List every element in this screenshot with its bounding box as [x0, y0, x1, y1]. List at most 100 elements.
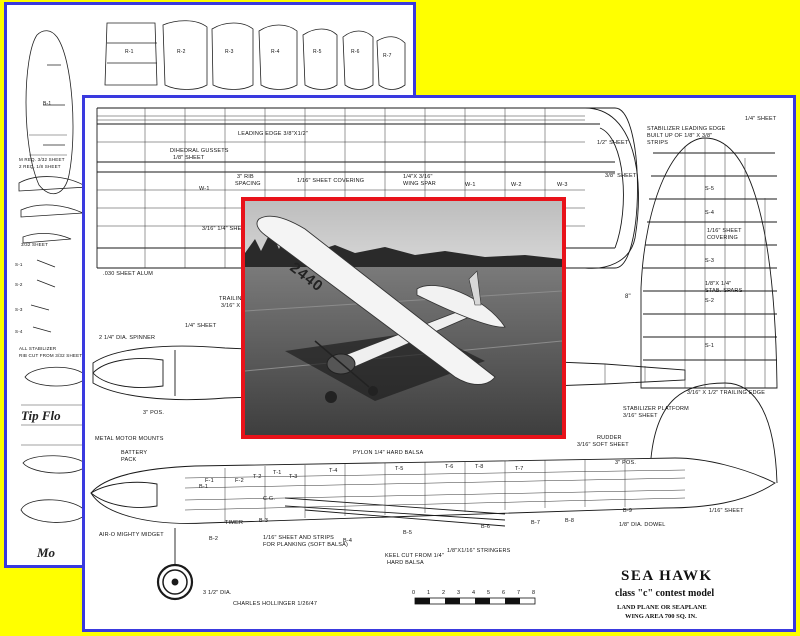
- label-wheel: 3 1/2" DIA.: [203, 590, 232, 596]
- scale-tick-4: 4: [472, 590, 476, 596]
- former-f1: F-1: [205, 478, 214, 484]
- stab-le-2: BUILT UP OF 1/8" X 3/8": [647, 133, 713, 139]
- stab-le-3: STRIPS: [647, 140, 669, 146]
- stab-covering-1: 1/16" SHEET: [707, 228, 742, 234]
- former-b6: B-6: [481, 524, 491, 530]
- stab-rib-s1: S-1: [705, 343, 715, 349]
- label-engine: AIR-O MIGHTY MIDGET: [99, 532, 164, 538]
- label-stab-platform-1: STABILIZER PLATFORM: [623, 406, 689, 412]
- label-cg: C.G.: [263, 496, 276, 502]
- scale-tick-2: 2: [442, 590, 446, 596]
- part-label-r4: R-4: [271, 49, 280, 55]
- label-rib-spacing-2: SPACING: [235, 181, 261, 187]
- former-t8: T-8: [475, 464, 484, 470]
- label-spinner: 2 1/4" DIA. SPINNER: [99, 335, 156, 341]
- former-f2: F-2: [235, 478, 244, 484]
- side-label-s2: S-2: [15, 282, 23, 287]
- stab-rib-s2: S-2: [705, 298, 715, 304]
- former-b4: B-4: [343, 538, 353, 544]
- plan-class: class "c" contest model: [615, 588, 715, 599]
- former-t7: T-7: [515, 466, 524, 472]
- label-keel-1: KEEL CUT FROM 1/4": [385, 553, 445, 559]
- note-3-32-sheet: 3/32 SHEET: [21, 242, 49, 247]
- label-designer: CHARLES HOLLINGER 1/26/47: [233, 601, 318, 607]
- label-rib-spacing-1: 3" RIB: [237, 174, 254, 180]
- plan-line1: LAND PLANE OR SEAPLANE: [617, 604, 707, 611]
- stab-covering-2: COVERING: [707, 235, 738, 241]
- scale-tick-8: 8: [532, 590, 536, 596]
- wing-rib-w2: W-2: [511, 182, 522, 188]
- note-2-req: 2 REQ. 1/8 SHEET: [19, 164, 61, 169]
- stab-quarter-sheet: 1/4" SHEET: [745, 116, 777, 122]
- note-rib-cut: RIB CUT FROM 3/32 SHEET: [19, 353, 83, 358]
- scale-tick-1: 1: [427, 590, 431, 596]
- stab-dim: 8": [625, 294, 631, 300]
- label-rudder-1: RUDDER: [597, 435, 622, 441]
- stab-rib-s4: S-4: [705, 210, 715, 216]
- model-photo: 2440: [241, 197, 566, 439]
- scale-tick-7: 7: [517, 590, 521, 596]
- label-battery: BATTERY: [121, 450, 148, 456]
- label-pack: PACK: [121, 457, 137, 463]
- label-dihedral-sheet: 1/8" SHEET: [173, 155, 205, 161]
- former-t4: T-4: [329, 468, 338, 474]
- label-stab-platform-2: 3/16" SHEET: [623, 413, 658, 419]
- label-stringers: 1/8"X1/16" STRINGERS: [447, 548, 511, 554]
- plan-line2: WING AREA 700 SQ. IN.: [625, 613, 697, 620]
- part-label-b1: B-1: [43, 101, 52, 107]
- scale-tick-0: 0: [412, 590, 416, 596]
- former-t5: T-5: [395, 466, 404, 472]
- part-label-r7: R-7: [383, 53, 392, 59]
- side-label-s3: S-3: [15, 307, 23, 312]
- label-sheet-covering: 1/16" SHEET COVERING: [297, 178, 365, 184]
- stab-rib-s5: S-5: [705, 186, 715, 192]
- fus-quarter-sheet: 1/4" SHEET: [185, 323, 217, 329]
- stab-le-1: STABILIZER LEADING EDGE: [647, 126, 726, 132]
- label-planking-2: FOR PLANKING (SOFT BALSA): [263, 542, 348, 548]
- script-motor: Mo: [37, 545, 56, 560]
- label-rudder-2: 3/16" SOFT SHEET: [577, 442, 629, 448]
- former-b3: B-3: [259, 518, 269, 524]
- label-leading-edge: LEADING EDGE 3/8"X1/2": [238, 131, 309, 137]
- part-label-r2: R-2: [177, 49, 186, 55]
- former-b8: B-8: [565, 518, 575, 524]
- label-keel-2: HARD BALSA: [387, 560, 424, 566]
- note-m-req: M REQ. 3/32 SHEET: [19, 157, 65, 162]
- label-planking-1: 1/16" SHEET AND STRIPS: [263, 535, 335, 541]
- label-dihedral: DIHEDRAL GUSSETS: [170, 148, 229, 154]
- stab-spars-1: 1/8"X 1/4": [705, 281, 732, 287]
- side-label-s1: S-1: [15, 262, 23, 267]
- scale-tick-6: 6: [502, 590, 506, 596]
- stab-spars-2: STAB. SPARS: [705, 288, 743, 294]
- label-alum: .030 SHEET ALUM: [103, 271, 153, 277]
- former-t6: T-6: [445, 464, 454, 470]
- note-all-stabilizer: ALL STABILIZER: [19, 346, 57, 351]
- label-timer: TIMER: [225, 520, 244, 526]
- former-t1: T-1: [273, 470, 282, 476]
- front-sheet-drawing: [90, 107, 778, 605]
- part-label-r3: R-3: [225, 49, 234, 55]
- wing-rib-w1-a: W-1: [199, 186, 210, 192]
- stab-rib-s3: S-3: [705, 258, 715, 264]
- label-trailing-2: 3/16" X: [221, 303, 241, 309]
- plan-title: SEA HAWK: [621, 568, 713, 584]
- label-sixteenth-sheet: 1/16" SHEET: [709, 508, 744, 514]
- photo-scene: [245, 201, 562, 435]
- stab-trailing: 3/16" X 1/2" TRAILING EDGE: [687, 390, 766, 396]
- side-label-s4: S-4: [15, 329, 23, 334]
- label-dowel: 1/8" DIA. DOWEL: [619, 522, 666, 528]
- former-t2: T-2: [253, 474, 262, 480]
- former-b2: B-2: [209, 536, 219, 542]
- script-tip-float: Tip Flo: [21, 408, 61, 423]
- label-spar-1: 1/4"X 3/16": [403, 174, 433, 180]
- former-b9: B-9: [623, 508, 633, 514]
- former-b1: B-1: [199, 484, 209, 490]
- former-b5: B-5: [403, 530, 413, 536]
- part-label-r6: R-6: [351, 49, 360, 55]
- scale-bar: [414, 597, 536, 605]
- label-pos-left: 3" POS.: [143, 410, 165, 416]
- former-t3: T-3: [289, 474, 298, 480]
- scale-tick-3: 3: [457, 590, 461, 596]
- label-pos-right: 3" POS.: [615, 460, 637, 466]
- label-spar-2: WING SPAR: [403, 181, 436, 187]
